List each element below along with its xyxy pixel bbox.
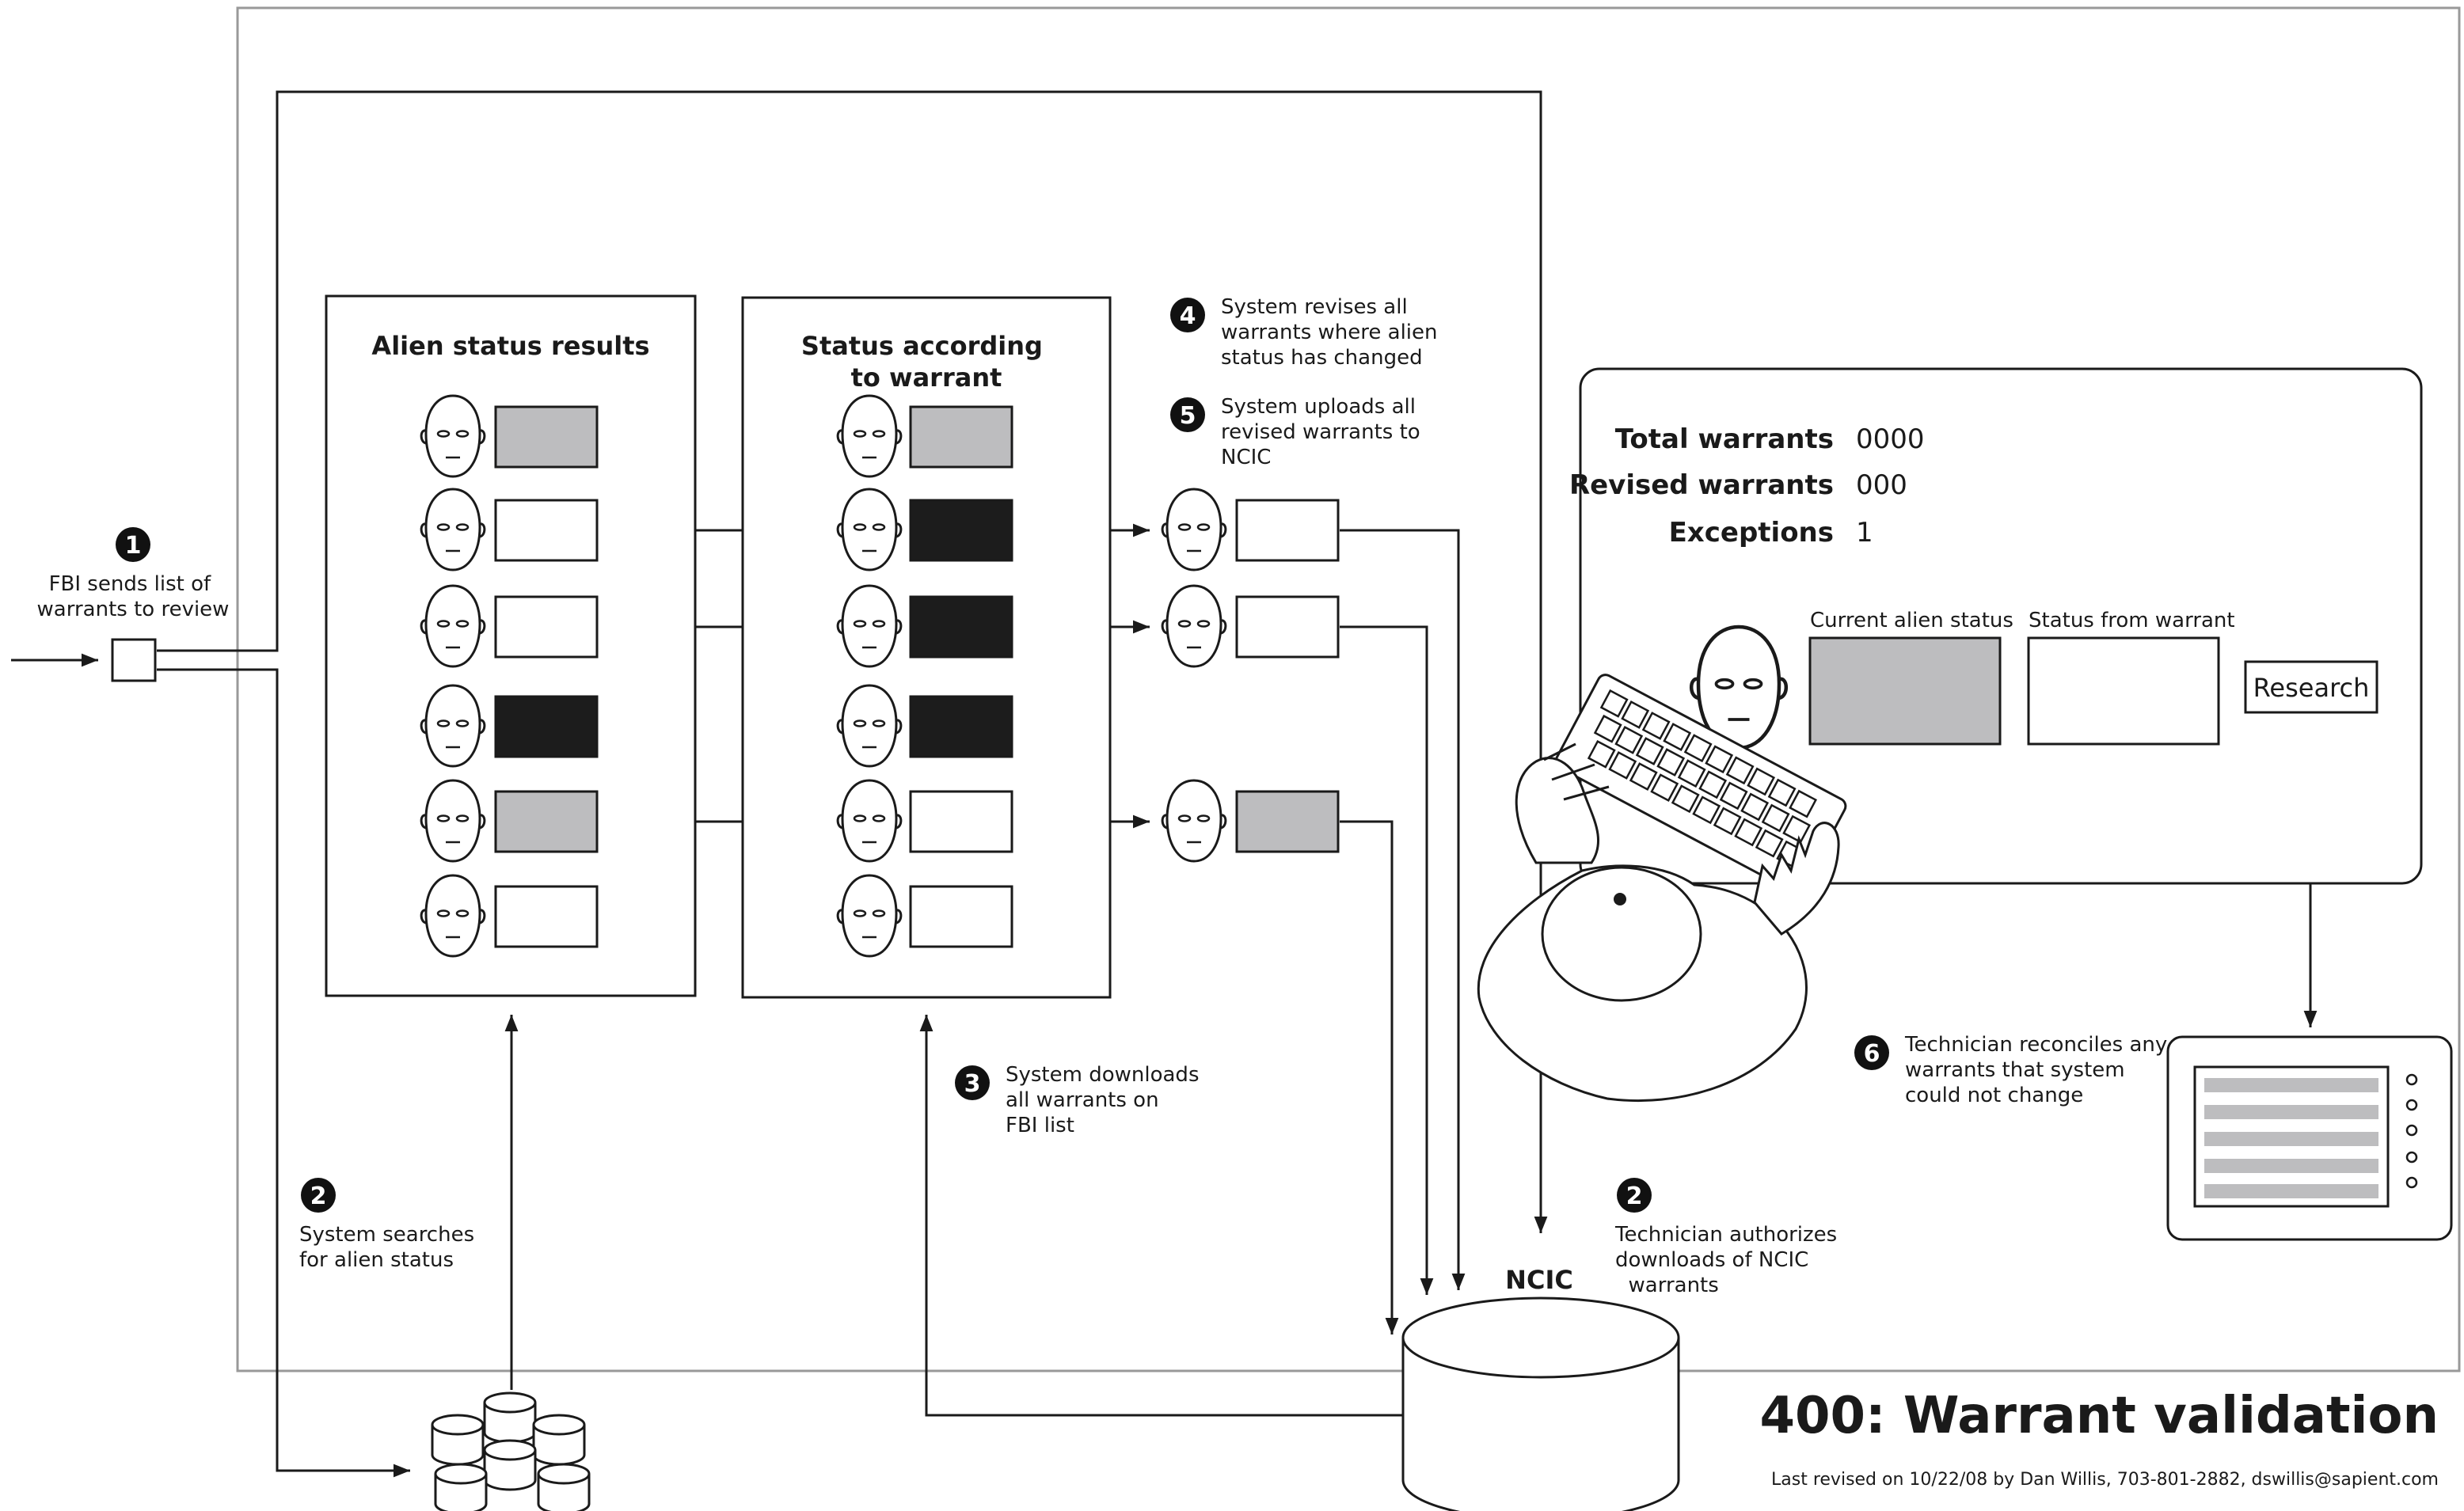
warrant-status-rows: [836, 394, 1013, 958]
revision-footer: Last revised on 10/22/08 by Dan Willis, …: [1771, 1470, 2439, 1490]
step-2-search-badge: 2: [301, 1178, 336, 1213]
step-6-text: Technician reconciles any warrants that …: [1904, 1033, 2174, 1107]
status-from-warrant-field: [2027, 636, 2220, 746]
step-1-text: FBI sends list of warrants to review: [37, 572, 230, 621]
status-box-white: [1235, 499, 1340, 562]
person-face-icon: [1161, 584, 1227, 668]
ncic-label: NCIC: [1505, 1265, 1573, 1295]
status-box-black: [909, 695, 1013, 758]
ncic-database-icon: [1401, 1296, 1680, 1511]
current-alien-status-label: Current alien status: [1810, 609, 2013, 632]
warrant-panel-title: Status according to warrant: [801, 331, 1051, 393]
page-title: 400: Warrant validation: [1759, 1387, 2439, 1445]
status-box-white: [494, 595, 599, 659]
fbi-warrant-list-box: [111, 638, 157, 682]
step-1-badge: 1: [116, 527, 150, 562]
revised-warrant-rows: [1161, 488, 1340, 863]
status-box-gray: [909, 405, 1013, 469]
step-2-search-text: System searches for alien status: [299, 1223, 481, 1272]
status-box-black: [909, 595, 1013, 659]
stat-label: Total warrants: [1615, 423, 1834, 455]
svg-text:2: 2: [310, 1183, 327, 1210]
step-2-authorize-badge: 2: [1617, 1178, 1652, 1213]
svg-text:6: 6: [1864, 1040, 1880, 1068]
svg-text:4: 4: [1180, 302, 1196, 330]
status-from-warrant-label: Status from warrant: [2029, 609, 2235, 632]
step-4-text: System revises all warrants where alien …: [1221, 295, 1444, 370]
connector-lines: [11, 90, 2318, 1478]
status-box-gray: [494, 790, 599, 853]
alien-panel-title: Alien status results: [371, 331, 649, 361]
stat-label: Revised warrants: [1569, 469, 1834, 501]
step-4-badge: 4: [1170, 298, 1205, 332]
status-box-white: [1235, 595, 1340, 659]
status-box-white: [494, 885, 599, 948]
step-5-text: System uploads all revised warrants to N…: [1221, 395, 1427, 469]
screen-stats: Total warrants 0000 Revised warrants 000…: [1569, 423, 1925, 549]
status-box-black: [494, 695, 599, 758]
stat-value: 1: [1856, 517, 1873, 549]
status-box-white: [909, 885, 1013, 948]
technician-figure-icon: [1477, 674, 1847, 1102]
research-button-label: Research: [2253, 673, 2370, 703]
step-3-badge: 3: [955, 1065, 990, 1100]
person-face-icon: [1161, 488, 1227, 571]
research-monitor-icon: [2166, 1035, 2453, 1241]
step-6-badge: 6: [1854, 1035, 1889, 1070]
step-5-badge: 5: [1170, 397, 1205, 432]
status-box-gray: [1235, 790, 1340, 853]
stat-label: Exceptions: [1669, 517, 1834, 549]
svg-text:2: 2: [1626, 1183, 1643, 1210]
system-boundary-frame: [236, 6, 2461, 1372]
status-box-black: [909, 499, 1013, 562]
step-2-authorize-text: Technician authorizes downloads of NCIC …: [1614, 1223, 1844, 1297]
svg-text:3: 3: [964, 1070, 981, 1098]
person-face-icon: [1161, 779, 1227, 863]
stat-value: 0000: [1856, 423, 1925, 455]
alien-status-rows: [420, 394, 599, 958]
svg-text:5: 5: [1180, 402, 1196, 430]
status-box-gray: [494, 405, 599, 469]
technician-screen: [1579, 367, 2423, 885]
stat-value: 000: [1856, 469, 1907, 501]
research-button[interactable]: Research: [2244, 660, 2378, 714]
alien-status-database-icon: [431, 1391, 591, 1511]
status-box-white: [494, 499, 599, 562]
current-alien-status-field: [1808, 636, 2002, 746]
step-3-text: System downloads all warrants on FBI lis…: [1006, 1063, 1206, 1137]
status-box-white: [909, 790, 1013, 853]
svg-text:1: 1: [125, 532, 142, 560]
